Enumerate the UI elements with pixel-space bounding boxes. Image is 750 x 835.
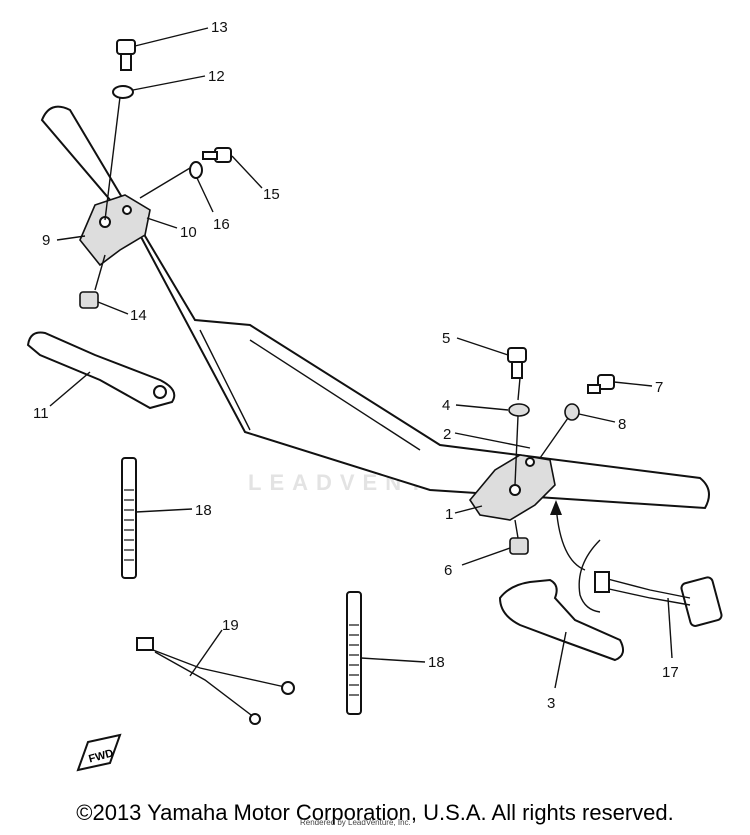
callout-14: 14: [130, 307, 147, 324]
bolt-15[interactable]: [202, 147, 232, 163]
nut-14[interactable]: [79, 291, 99, 309]
callout-10: 10: [180, 224, 197, 241]
callout-12: 12: [208, 68, 225, 85]
callout-18-right: 18: [428, 654, 445, 671]
callout-2: 2: [443, 426, 451, 443]
washer-4[interactable]: [508, 403, 530, 417]
callout-3: 3: [547, 695, 555, 712]
callout-19: 19: [222, 617, 239, 634]
bolt-7[interactable]: [587, 374, 615, 394]
callout-16: 16: [213, 216, 230, 233]
callout-11: 11: [33, 405, 49, 422]
fwd-indicator: FWD: [76, 733, 122, 772]
callout-1: 1: [445, 506, 453, 523]
bolt-13[interactable]: [116, 39, 136, 71]
wire-19[interactable]: [136, 637, 295, 725]
callout-9: 9: [42, 232, 50, 249]
washer-16[interactable]: [189, 161, 203, 179]
right-clamp[interactable]: [469, 454, 556, 521]
callout-5: 5: [442, 330, 450, 347]
callout-7: 7: [655, 379, 663, 396]
bolt-5[interactable]: [507, 347, 527, 379]
washer-12[interactable]: [112, 85, 134, 99]
nut-6[interactable]: [509, 537, 529, 555]
washer-8[interactable]: [564, 403, 580, 421]
left-clamp[interactable]: [79, 194, 151, 267]
strap-18-left[interactable]: [121, 457, 137, 579]
lever-11[interactable]: [26, 331, 176, 410]
routing-arrowhead: [550, 500, 562, 515]
callout-18-left: 18: [195, 502, 212, 519]
switch-17[interactable]: [594, 571, 723, 627]
callout-13: 13: [211, 19, 228, 36]
cable-sleeve: [578, 539, 601, 613]
callout-6: 6: [444, 562, 452, 579]
leader-lines: [49, 27, 673, 689]
callout-8: 8: [618, 416, 626, 433]
copyright-notice: ©2013 Yamaha Motor Corporation, U.S.A. A…: [76, 800, 674, 825]
callout-4: 4: [442, 397, 450, 414]
strap-18-right[interactable]: [346, 591, 362, 715]
render-credit: Rendered by LeadVenture, Inc.: [300, 818, 411, 827]
callout-17: 17: [662, 664, 679, 681]
handlebar: [40, 105, 710, 510]
callout-labels: 13 12 15 16 10 9 14 11 5 7 4 8 2 1 6 18 …: [33, 19, 679, 712]
lever-3[interactable]: [498, 578, 625, 662]
callout-15: 15: [263, 186, 280, 203]
